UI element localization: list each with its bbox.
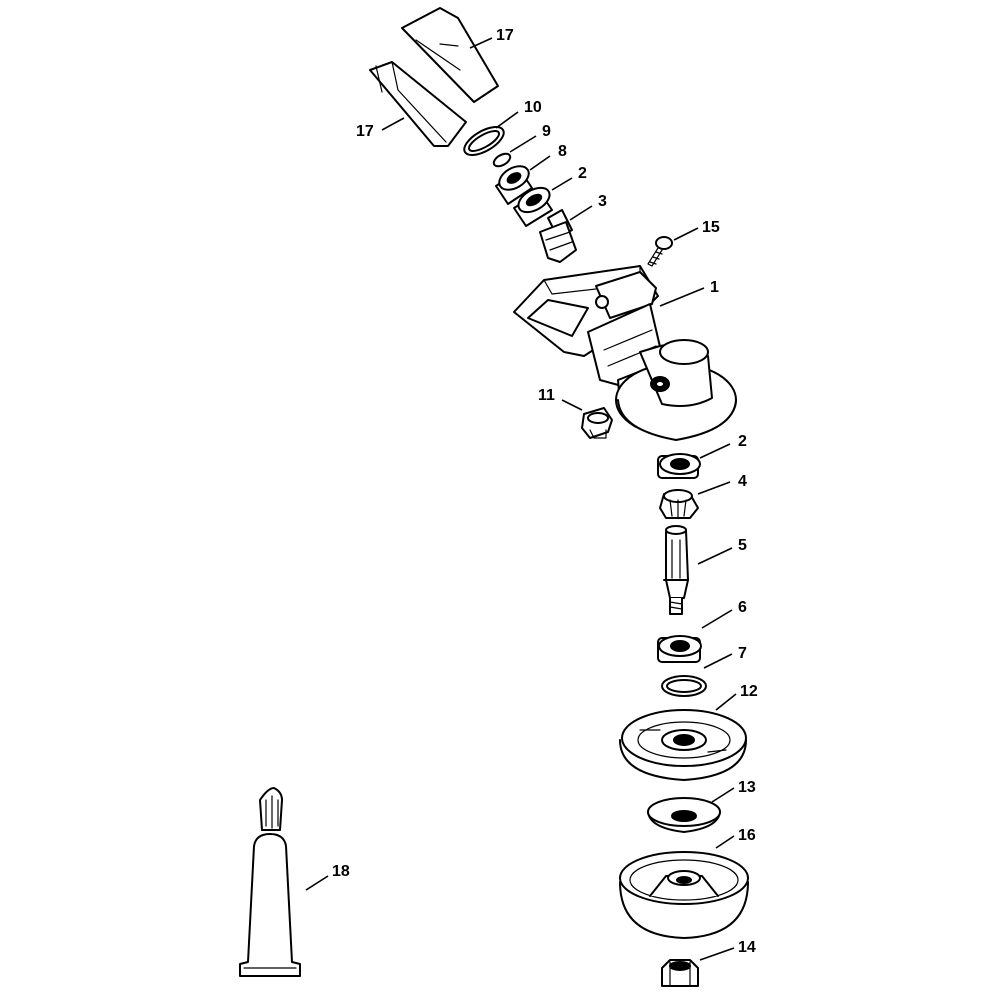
- part-6-bearing: [657, 635, 702, 663]
- callout-15: 15: [702, 219, 720, 236]
- part-14-nut: [661, 959, 699, 987]
- callout-7: 7: [738, 645, 747, 662]
- part-9-ring: [492, 152, 512, 168]
- part-4-bevel-gear: [659, 489, 699, 519]
- part-7-circlip: [661, 675, 707, 697]
- callout-11: 11: [538, 387, 555, 404]
- callout-8: 8: [558, 143, 567, 160]
- callout-2-upper: 2: [578, 165, 587, 182]
- part-3-pinion-gear: [539, 209, 577, 263]
- callout-2-lower: 2: [738, 433, 747, 450]
- callout-5: 5: [738, 537, 747, 554]
- part-2-bearing-lower: [657, 453, 701, 479]
- part-17-clamp-half-upper: [401, 7, 499, 103]
- part-13-washer: [647, 797, 721, 833]
- part-2-bearing-upper: [513, 186, 553, 227]
- part-17-clamp-half-lower: [369, 61, 467, 147]
- part-11-plug-screw: [581, 407, 613, 439]
- callout-17-upper: 17: [496, 27, 514, 44]
- callout-18: 18: [332, 863, 350, 880]
- callout-3: 3: [598, 193, 607, 210]
- callout-labels: 17 17 10 9 8 2 3 15 1 11 2 4 5 6 7 12 13…: [332, 27, 758, 956]
- part-16-guard-cup: [619, 851, 749, 939]
- callout-1: 1: [710, 279, 719, 296]
- callout-16: 16: [738, 827, 756, 844]
- callout-10: 10: [524, 99, 542, 116]
- part-12-thrust-plate: [619, 709, 747, 781]
- callout-9: 9: [542, 123, 551, 140]
- part-8-bearing: [495, 165, 533, 205]
- part-5-spindle: [663, 525, 689, 615]
- callout-14: 14: [738, 939, 756, 956]
- callout-12: 12: [740, 683, 758, 700]
- callout-17-lower: 17: [356, 123, 374, 140]
- leader-lines: [305, 37, 737, 961]
- part-18-grease-tube: [239, 787, 301, 977]
- callout-4: 4: [738, 473, 747, 490]
- callout-6: 6: [738, 599, 747, 616]
- part-15-screw: [647, 236, 673, 267]
- part-1-gear-housing: [513, 265, 737, 441]
- callout-13: 13: [738, 779, 756, 796]
- part-10-circlip: [463, 125, 505, 156]
